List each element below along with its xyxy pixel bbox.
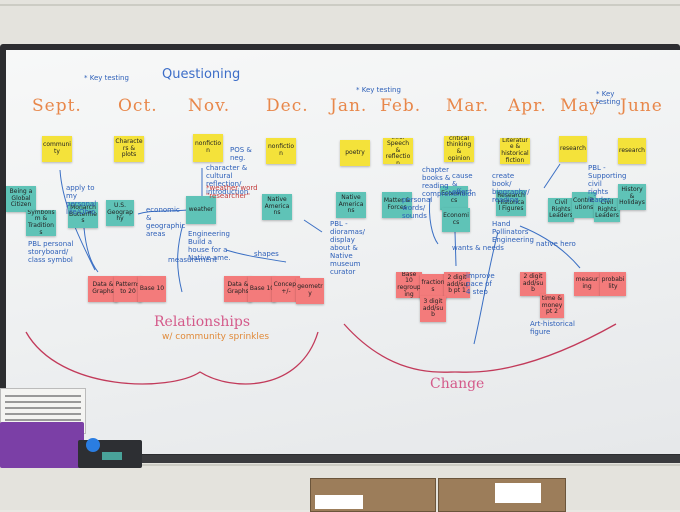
annotation-community-sprinkles: w/ community sprinkles (162, 332, 270, 342)
annotation-native-hero: native hero (536, 240, 576, 248)
annotation-measurement: measurement (168, 256, 217, 264)
annotation-improve: improve pace of 4 step (466, 272, 495, 297)
annotation-create-book: create book/ biography/ reading (492, 172, 530, 205)
annotation-personal-words: personal words/ sounds (402, 196, 433, 221)
month-oct: Oct. (118, 96, 158, 116)
teal-note-economics-1: Economics (440, 186, 468, 210)
yellow-note-nonfiction-nov: nonfiction (193, 134, 223, 162)
pink-note-base10-oct: Base 10 (138, 276, 166, 302)
teal-note-weather: weather (186, 196, 216, 224)
blue-marker (86, 438, 100, 452)
pink-note-patterns: Patterns to 20 (114, 276, 142, 302)
box-label (315, 495, 363, 509)
annotation-change: Change (430, 376, 485, 392)
cardboard-box-1 (310, 478, 436, 512)
pink-note-base10-regrouping: Base 10 regrouping (396, 272, 422, 298)
month-mar: Mar. (446, 96, 490, 116)
annotation-weather-word: *weather word "researcher" (206, 184, 258, 201)
cardboard-box-2 (438, 478, 566, 512)
month-jan: Jan. (330, 96, 368, 116)
annotation-hand-engineering: Hand Pollinators Engineering (492, 220, 534, 245)
marker-tray (0, 455, 680, 463)
pink-note-concept: Concept +/- (272, 276, 300, 302)
annotation-economics: economic & geographic areas (146, 206, 186, 239)
annotation-apply: apply to my personal life/Ohio (66, 184, 97, 217)
annotation-wants: wants & needs (452, 244, 504, 252)
key-testing-note-1: * Key testing (84, 74, 129, 82)
month-june: June (620, 96, 663, 116)
annotation-relationships: Relationships (154, 314, 251, 330)
month-dec: Dec. (266, 96, 309, 116)
pink-note-probability: probability (600, 272, 626, 296)
annotation-chapter: chapter books & reading comprehension (422, 166, 476, 199)
pink-note-fractions: fractions (420, 274, 446, 300)
pink-note-measuring: measuring (574, 272, 600, 296)
pink-note-base10-dec: Base 10 (248, 276, 276, 302)
annotation-pbl-2: PBL - dioramas/ display about & Native m… (330, 220, 365, 277)
annotation-art-historical: Art-historical figure (530, 320, 575, 337)
yellow-note-literature: Literature & historical fiction (500, 138, 530, 164)
teal-note-global-citizen: Being a Global Citizen (6, 186, 36, 212)
month-feb: Feb. (380, 96, 422, 116)
pink-note-data-graphs-dec: Data & Graphs (224, 276, 252, 302)
teal-note-us-geography: U.S. Geography (106, 200, 134, 226)
annotation-pbl-3: PBL - Supporting civil rights leader (588, 164, 627, 205)
eraser (102, 452, 122, 460)
teal-note-historical-figures: Research Historical Figures (496, 190, 526, 216)
key-testing-note-3: * Key testing (596, 90, 621, 107)
yellow-note-critical-thinking: critical thinking & opinion (444, 136, 474, 162)
teal-note-native-americans-dec: Native Americans (262, 194, 292, 220)
teal-note-symbolism: Symbolism & Traditions (26, 210, 56, 236)
annotation-pbl-1: PBL personal storyboard/ class symbol (28, 240, 74, 265)
yellow-note-research-june: research (618, 138, 646, 164)
yellow-note-info-speech: Info. Speech & reflection (383, 138, 413, 164)
month-nov: Nov. (188, 96, 231, 116)
yellow-note-research-may: research (559, 136, 587, 162)
month-apr: Apr. (508, 96, 547, 116)
teal-note-native-americans-jan: Native Americans (336, 192, 366, 218)
annotation-cause: cause & effect (452, 172, 473, 197)
teal-note-monarch: Monarch Butterflies (68, 202, 98, 228)
month-sept: Sept. (32, 96, 82, 116)
teal-note-history-holidays: History & Holidays (618, 184, 646, 210)
teal-note-civil-rights-2: Civil Rights Leaders (594, 198, 620, 222)
pink-note-data-graphs-sept: Data & Graphs (88, 276, 118, 302)
annotation-character: character & cultural reflection/ introdu… (206, 164, 249, 197)
pink-note-geometry: geometry (296, 278, 324, 304)
teal-note-economics-2: Economics (442, 208, 470, 232)
yellow-note-nonfiction-dec: nonfiction (266, 138, 296, 164)
questioning-note: Questioning (162, 67, 241, 82)
annotation-pos-neg: POS & neg. (230, 146, 252, 163)
purple-bin (0, 422, 84, 468)
annotation-shapes: shapes (254, 250, 279, 258)
pink-note-time-money: time & money pt 2 (540, 294, 564, 318)
key-testing-note-2: * Key testing (356, 86, 401, 94)
teal-note-civil-rights-1: Civil Rights Leaders (548, 198, 574, 222)
box-label (495, 483, 541, 503)
teal-note-contributions: Contributions (572, 192, 596, 218)
yellow-note-characters: Characters & plots (114, 136, 144, 162)
month-may: May (560, 96, 601, 116)
pink-note-2digit-pt1: 2 digit add/sub pt 1 (444, 272, 470, 298)
annotation-engineering-1: Engineering Build a house for a Native a… (188, 230, 231, 263)
yellow-note-poetry: poetry (340, 140, 370, 166)
pink-note-2digit-apr: 2 digit add/sub (520, 272, 546, 296)
teal-note-matter-forces: Matter & Forces (382, 192, 412, 218)
pink-note-3digit: 3 digit add/sub (420, 296, 446, 322)
yellow-note-community: community (42, 136, 72, 162)
